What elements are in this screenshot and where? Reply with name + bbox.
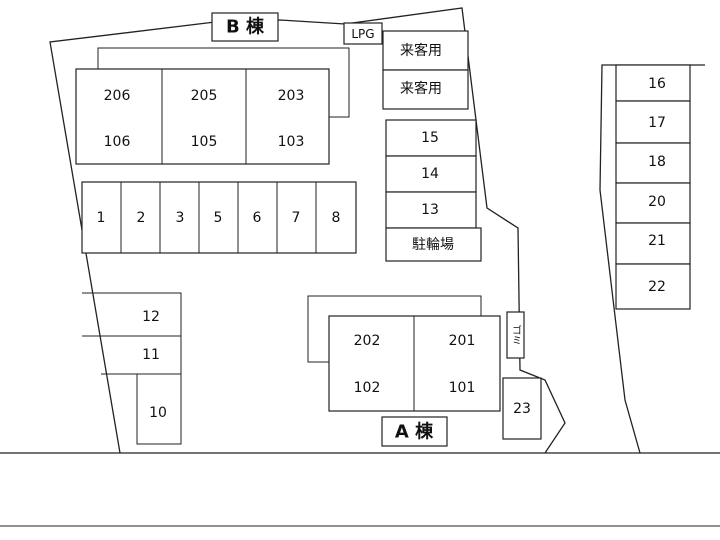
lot-boundary [49,7,566,454]
parking-space-1: 1 [97,210,106,226]
parking-space-18: 18 [648,154,666,170]
unit-205: 205 [191,88,218,104]
lpg-label: LPG [351,27,374,41]
building-b-back-outline [97,47,350,118]
parking-space-14: 14 [421,166,439,182]
parking-right-column: 16 17 18 20 21 22 [615,64,691,310]
parking-left-column: 12 11 10 [82,292,182,445]
building-b: 206 205 203 106 105 103 B 棟 [75,12,350,165]
unit-103: 103 [278,134,305,150]
parking-space-23-box [502,377,542,440]
garbage-label: ゴミ [510,324,521,345]
building-a-title-box [381,416,448,447]
building-b-body [75,68,330,165]
unit-206: 206 [104,88,131,104]
parking-space-13: 13 [421,202,439,218]
parking-space-5: 5 [214,210,223,226]
parking-space-17: 17 [648,115,666,131]
guest-parking-1: 来客用 [400,42,442,59]
parking-space-22: 22 [648,279,666,295]
unit-201: 201 [449,333,476,349]
unit-101: 101 [449,380,476,396]
parking-space-12: 12 [142,309,160,325]
parking-space-7: 7 [292,210,301,226]
unit-105: 105 [191,134,218,150]
parking-space-8: 8 [332,210,341,226]
unit-106: 106 [104,134,131,150]
parking-space-11: 11 [142,347,160,363]
parking-space-15: 15 [421,130,439,146]
lpg-box [343,22,383,45]
building-a: 202 201 102 101 A 棟 [307,295,501,447]
guest-parking-2: 来客用 [400,80,442,97]
bike-parking-label: 駐輪場 [412,236,454,253]
parking-row: 1 2 3 5 6 7 8 [81,181,357,254]
building-a-title: A 棟 [395,421,434,443]
parking-space-21: 21 [648,233,666,249]
unit-102: 102 [354,380,381,396]
unit-202: 202 [354,333,381,349]
building-b-title: B 棟 [226,16,265,38]
parking-space-20: 20 [648,194,666,210]
parking-center-column: 15 14 13 [385,119,477,229]
parking-space-23: 23 [513,401,531,417]
guest-parking: 来客用 来客用 [382,30,469,110]
parking-space-3: 3 [176,210,185,226]
parking-space-10: 10 [149,405,167,421]
building-a-back-outline [307,295,482,363]
building-b-title-box [211,12,279,42]
parking-space-16: 16 [648,76,666,92]
unit-203: 203 [278,88,305,104]
parking-space-6: 6 [253,210,262,226]
parking-space-2: 2 [137,210,146,226]
bike-parking-box [385,227,482,262]
garbage-box [506,311,525,359]
